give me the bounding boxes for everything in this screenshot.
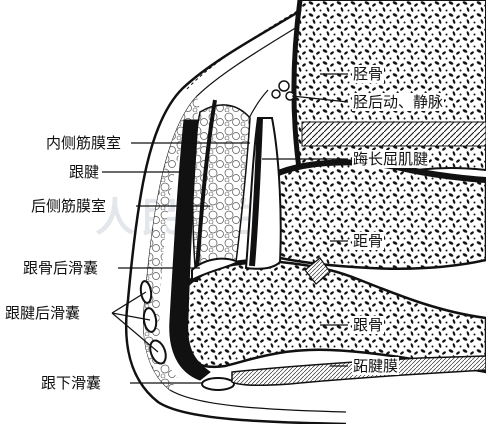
- deep-fascia: [194, 99, 217, 283]
- tibia-articular-cartilage: [301, 121, 486, 147]
- label-tibia: 胫骨: [352, 65, 385, 83]
- label-retro-tendon-bursa: 跟腱后滑囊: [4, 304, 82, 322]
- label-subcalcaneal-bursa: 跟下滑囊: [40, 374, 103, 392]
- label-talus: 距骨: [352, 232, 385, 250]
- kager-fat-pad: [191, 104, 251, 282]
- skin-outline: [124, 0, 347, 424]
- label-medial-fascial-compartment: 内侧筋膜室: [45, 134, 123, 152]
- subcalcaneal-bursa: [201, 377, 235, 391]
- label-plantar-aponeurosis: 跖腱膜: [352, 357, 400, 375]
- label-posterior-fascial-compartment: 后侧筋膜室: [30, 197, 108, 215]
- leader-lines: [102, 73, 349, 384]
- label-fhl-tendon: 踇长屈肌腱: [352, 150, 430, 168]
- label-posterior-tibial-vessels: 胫后动、静脉: [352, 93, 445, 111]
- subcutaneous-fat: [143, 96, 200, 390]
- retrocalcaneal-bursa: [191, 257, 241, 282]
- label-calcaneal-tendon: 跟腱: [68, 163, 101, 181]
- tibia-cortex: [291, 0, 303, 177]
- calcaneal-tendon: [169, 119, 211, 381]
- label-calcaneus: 跟骨: [352, 316, 385, 334]
- calcaneus-bone: [174, 260, 486, 374]
- label-retrocalcaneal-bursa: 跟骨后滑囊: [22, 259, 100, 277]
